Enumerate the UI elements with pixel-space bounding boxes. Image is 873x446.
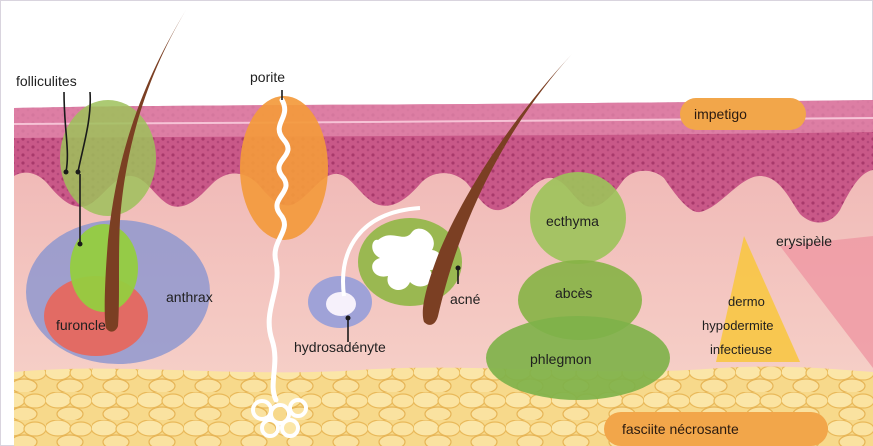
label-acne: acné — [450, 291, 481, 307]
apocrine-gland — [326, 292, 356, 316]
label-anthrax: anthrax — [166, 289, 213, 305]
label-dermo-line3: infectieuse — [710, 342, 772, 357]
label-dermo-line1: dermo — [728, 294, 765, 309]
label-abces: abcès — [555, 285, 592, 301]
label-phlegmon: phlegmon — [530, 351, 592, 367]
label-erysipele: erysipèle — [776, 233, 832, 249]
label-ecthyma: ecthyma — [546, 213, 599, 229]
label-impetigo: impetigo — [694, 106, 747, 122]
folliculitis-ellipse — [60, 100, 156, 216]
label-hydrosadenyte: hydrosadényte — [294, 339, 386, 355]
label-porite: porite — [250, 69, 285, 85]
label-dermo-line2: hypodermite — [702, 318, 774, 333]
label-fasciite: fasciite nécrosante — [622, 421, 739, 437]
label-furoncle: furoncle — [56, 317, 106, 333]
label-folliculites: folliculites — [16, 73, 77, 89]
